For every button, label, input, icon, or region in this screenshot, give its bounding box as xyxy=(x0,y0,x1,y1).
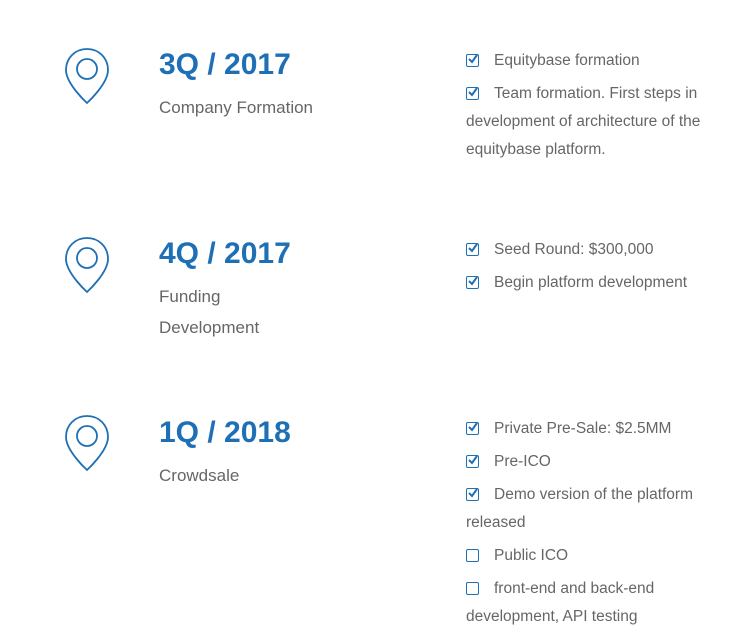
map-pin-icon xyxy=(64,47,110,107)
task-text: Equitybase formation xyxy=(494,52,640,69)
milestone-phase: Crowdsale xyxy=(159,466,240,485)
checked-checkbox-icon[interactable] xyxy=(466,243,479,256)
checked-checkbox-icon[interactable] xyxy=(466,54,479,67)
task-item: front-end and back-end development, API … xyxy=(466,575,726,631)
milestone-period: 1Q / 2018 xyxy=(159,416,291,449)
milestone-period: 3Q / 2017 xyxy=(159,48,291,81)
task-text: front-end and back-end development, API … xyxy=(466,580,655,625)
task-list: Equitybase formation Team formation. Fir… xyxy=(466,47,726,169)
task-text: Public ICO xyxy=(494,547,569,564)
checked-checkbox-icon[interactable] xyxy=(466,455,479,468)
milestone-phase: Company Formation xyxy=(159,98,314,117)
empty-checkbox-icon[interactable] xyxy=(466,582,479,595)
task-text: Private Pre-Sale: $2.5MM xyxy=(494,420,672,437)
task-text: Begin platform development xyxy=(494,274,688,291)
task-text: Pre-ICO xyxy=(494,453,551,470)
task-item: Private Pre-Sale: $2.5MM xyxy=(466,415,726,443)
checked-checkbox-icon[interactable] xyxy=(466,488,479,501)
task-item: Pre-ICO xyxy=(466,448,726,476)
task-text: Team formation. First steps in developme… xyxy=(466,85,701,158)
task-item: Demo version of the platform released xyxy=(466,481,726,537)
empty-checkbox-icon[interactable] xyxy=(466,549,479,562)
task-item: Public ICO xyxy=(466,542,726,570)
map-pin-icon xyxy=(64,236,110,296)
milestone-phase: Funding Development xyxy=(159,287,260,337)
task-list: Private Pre-Sale: $2.5MM Pre-ICO Demo ve… xyxy=(466,415,726,636)
task-text: Seed Round: $300,000 xyxy=(494,241,654,258)
checked-checkbox-icon[interactable] xyxy=(466,422,479,435)
task-item: Team formation. First steps in developme… xyxy=(466,80,726,164)
map-pin-icon xyxy=(64,414,110,474)
task-item: Seed Round: $300,000 xyxy=(466,236,726,264)
task-item: Begin platform development xyxy=(466,269,726,297)
task-text: Demo version of the platform released xyxy=(466,486,694,531)
checked-checkbox-icon[interactable] xyxy=(466,276,479,289)
task-item: Equitybase formation xyxy=(466,47,726,75)
task-list: Seed Round: $300,000 Begin platform deve… xyxy=(466,236,726,302)
milestone-period: 4Q / 2017 xyxy=(159,237,291,270)
checked-checkbox-icon[interactable] xyxy=(466,87,479,100)
